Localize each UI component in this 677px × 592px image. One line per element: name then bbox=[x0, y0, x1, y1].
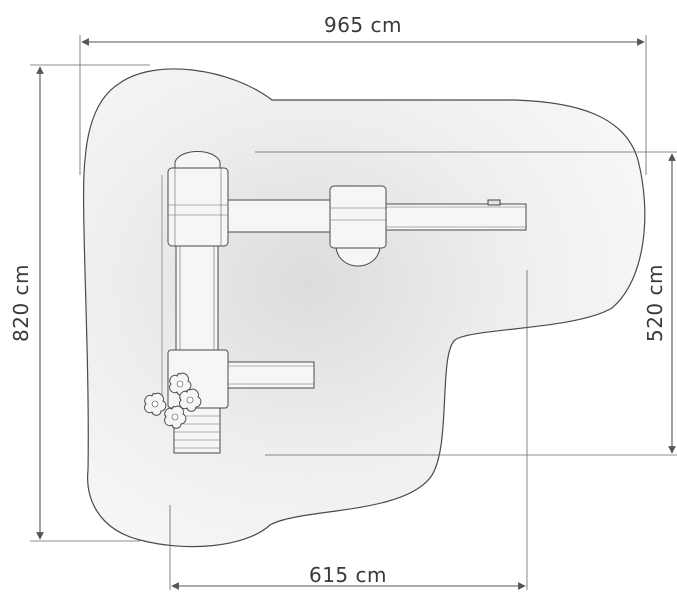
slide-right bbox=[385, 203, 527, 231]
tower-middle bbox=[329, 185, 387, 249]
dimension-label-bottom: 615 cm bbox=[309, 563, 387, 587]
dimension-label-left: 820 cm bbox=[9, 264, 33, 342]
safety-zone-outline bbox=[82, 68, 646, 548]
dimension-top: 965 cm bbox=[79, 13, 647, 175]
ladder bbox=[173, 407, 221, 454]
dimension-bottom: 615 cm bbox=[169, 270, 528, 590]
tower-middle-arch bbox=[335, 247, 381, 267]
play-structure bbox=[144, 151, 527, 454]
passage-vertical bbox=[175, 245, 219, 352]
slide-lower bbox=[227, 361, 315, 389]
tower-top-left bbox=[167, 167, 229, 247]
dimension-right: 520 cm bbox=[255, 151, 677, 456]
flower-steps bbox=[144, 372, 202, 429]
bridge-horizontal bbox=[227, 199, 331, 233]
dimension-label-top: 965 cm bbox=[324, 13, 402, 37]
dimension-left: 820 cm bbox=[9, 64, 150, 542]
dimension-label-right: 520 cm bbox=[643, 264, 667, 342]
tower-arch-top bbox=[174, 151, 221, 169]
